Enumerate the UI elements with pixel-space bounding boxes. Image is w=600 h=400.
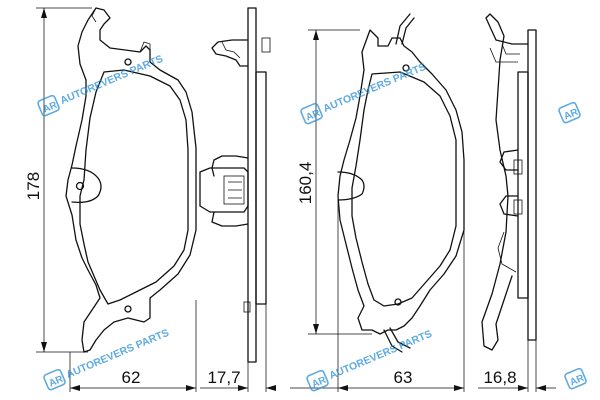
pad1-height-label: 178 <box>24 172 43 200</box>
svg-text:AR: AR <box>568 372 586 388</box>
watermark-1: AR AUTOREVERS PARTS <box>37 53 165 117</box>
svg-text:AUTOREVERS PARTS: AUTOREVERS PARTS <box>322 61 428 115</box>
svg-text:AR: AR <box>562 106 580 122</box>
pad1-side-view <box>199 7 271 363</box>
svg-text:AUTOREVERS PARTS: AUTOREVERS PARTS <box>65 327 171 381</box>
watermark-6: AR <box>564 367 587 390</box>
pad1-plate-edge <box>247 7 257 363</box>
watermark-3: AR <box>558 101 581 124</box>
pad1-friction-material <box>79 69 189 305</box>
pad2-bottom-hole <box>394 298 402 306</box>
pad2-width-label: 63 <box>394 368 413 387</box>
svg-text:AR: AR <box>304 107 322 123</box>
pad2-front-view <box>337 13 465 353</box>
pad1-center-hole <box>75 181 85 191</box>
dimension-lines <box>36 7 556 392</box>
svg-text:AUTOREVERS PARTS: AUTOREVERS PARTS <box>59 53 165 107</box>
svg-text:AR: AR <box>47 373 65 389</box>
pad2-backing-plate <box>337 29 465 335</box>
pad1-front-view <box>65 7 197 353</box>
pad1-lining-edge <box>255 71 267 305</box>
pad2-wire-spring <box>481 13 529 351</box>
pad2-plate-edge <box>527 29 537 341</box>
watermark-5: AR AUTOREVERS PARTS <box>306 328 434 392</box>
pad2-thickness-label: 16,8 <box>483 368 516 387</box>
svg-text:AR: AR <box>310 374 328 390</box>
pad2-height-label: 160,4 <box>296 162 315 205</box>
watermark-4: AR AUTOREVERS PARTS <box>43 327 171 391</box>
pad1-thickness-label: 17,7 <box>207 368 240 387</box>
pad2-side-view <box>481 13 537 351</box>
pad1-width-label: 62 <box>122 368 141 387</box>
svg-text:AR: AR <box>41 99 59 115</box>
pad1-backing-plate <box>65 7 197 353</box>
svg-text:AUTOREVERS PARTS: AUTOREVERS PARTS <box>328 328 434 382</box>
pad2-friction-material <box>351 71 457 307</box>
pad1-top-hole <box>124 58 132 66</box>
pad2-top-hole <box>402 64 410 72</box>
pad2-lining-edge <box>517 71 529 299</box>
pad1-bottom-hole <box>124 305 132 313</box>
